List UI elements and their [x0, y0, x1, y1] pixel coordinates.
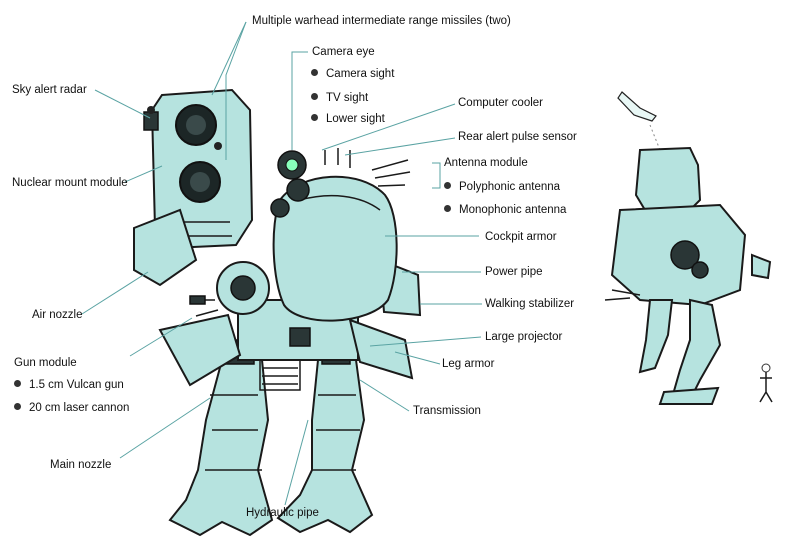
item-monophonic-antenna: Monophonic antenna — [444, 204, 566, 217]
label-tv-sight: TV sight — [326, 92, 369, 104]
bullet-icon — [14, 403, 21, 411]
human-scale-figure — [759, 363, 773, 403]
front-view-mecha — [133, 88, 422, 537]
leader-lines — [81, 21, 482, 506]
label-transmission: Transmission — [413, 405, 481, 417]
label-laser-cannon: 20 cm laser cannon — [29, 402, 130, 414]
item-lower-sight: Lower sight — [311, 113, 385, 126]
label-main-nozzle: Main nozzle — [50, 459, 112, 471]
item-polyphonic-antenna: Polyphonic antenna — [444, 181, 560, 194]
right-leg — [276, 339, 374, 534]
label-lower-sight: Lower sight — [326, 113, 385, 125]
bullet-icon — [444, 182, 451, 190]
label-antenna-module: Antenna module — [444, 157, 528, 169]
leg-armor-left — [158, 313, 242, 387]
bullet-icon — [444, 205, 451, 213]
nuclear-mount-module — [150, 88, 254, 250]
label-gun-module: Gun module — [14, 357, 77, 369]
leg-armor-right — [348, 318, 414, 380]
bullet-icon — [311, 69, 318, 77]
label-hydraulic-pipe: Hydraulic pipe — [246, 507, 319, 519]
item-vulcan-gun: 1.5 cm Vulcan gun — [14, 379, 124, 392]
large-projector-part — [289, 327, 311, 347]
label-computer-cooler: Computer cooler — [458, 97, 544, 109]
cockpit-armor-part — [272, 175, 398, 322]
missile-launch — [617, 91, 657, 122]
label-cockpit-armor: Cockpit armor — [485, 231, 557, 243]
item-camera-sight: Camera sight — [311, 68, 394, 81]
label-rear-alert-pulse-sensor: Rear alert pulse sensor — [458, 131, 577, 143]
label-vulcan-gun: 1.5 cm Vulcan gun — [29, 379, 124, 391]
bullet-icon — [311, 114, 318, 122]
camera-eye-cluster — [270, 150, 310, 218]
label-camera-eye: Camera eye — [312, 46, 375, 58]
label-power-pipe: Power pipe — [485, 266, 543, 278]
bullet-icon — [14, 380, 21, 388]
item-laser-cannon: 20 cm laser cannon — [14, 402, 129, 415]
label-monophonic-antenna: Monophonic antenna — [459, 204, 567, 216]
label-polyphonic-antenna: Polyphonic antenna — [459, 181, 561, 193]
label-large-projector: Large projector — [485, 331, 563, 343]
shoulder-armor — [133, 208, 198, 287]
gun-module-part — [189, 261, 270, 317]
item-tv-sight: TV sight — [311, 92, 368, 105]
label-air-nozzle: Air nozzle — [32, 309, 83, 321]
label-leg-armor: Leg armor — [442, 358, 495, 370]
label-nuclear-mount-module: Nuclear mount module — [12, 177, 128, 189]
label-walking-stabilizer: Walking stabilizer — [485, 298, 575, 310]
label-sky-alert-radar: Sky alert radar — [12, 84, 87, 96]
label-missiles: Multiple warhead intermediate range miss… — [252, 15, 511, 27]
bullet-icon — [311, 93, 318, 101]
label-camera-sight: Camera sight — [326, 68, 395, 80]
side-view-mecha — [604, 91, 773, 405]
